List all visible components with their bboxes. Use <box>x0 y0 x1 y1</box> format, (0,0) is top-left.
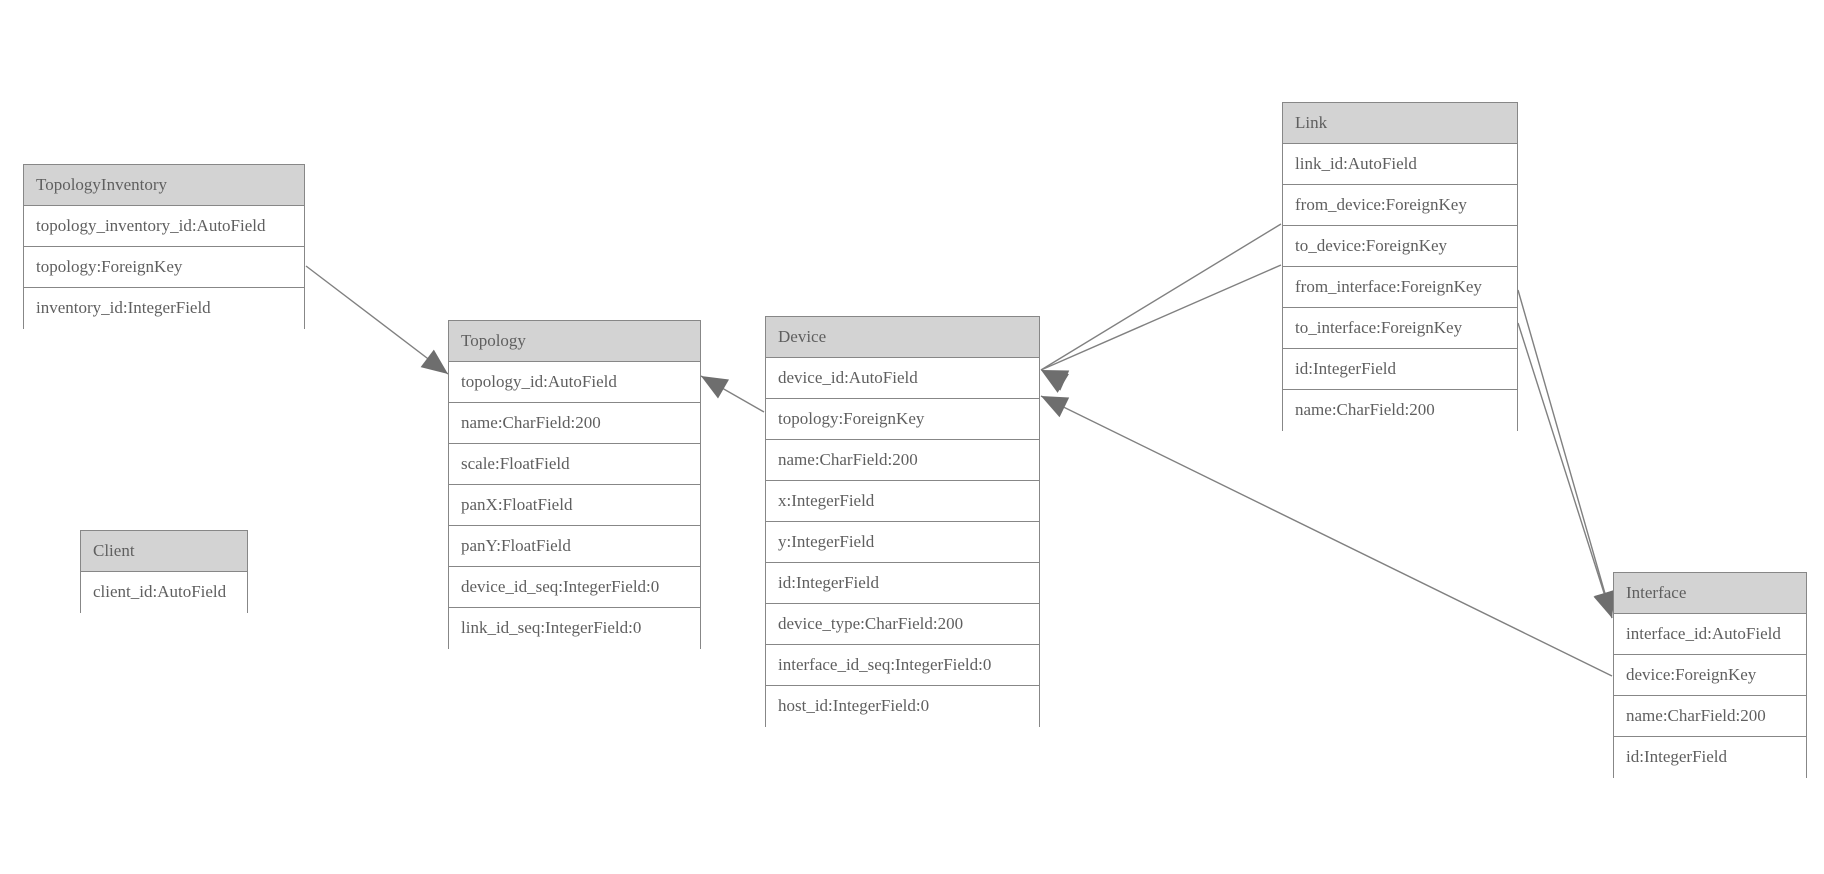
entity-title-client: Client <box>81 531 247 572</box>
entity-field: inventory_id:IntegerField <box>24 288 304 329</box>
entity-field: panX:FloatField <box>449 485 700 526</box>
entity-field: to_device:ForeignKey <box>1283 226 1517 267</box>
relationship-arrowhead <box>1041 370 1070 391</box>
entity-field: topology:ForeignKey <box>24 247 304 288</box>
entity-field: id:IntegerField <box>1283 349 1517 390</box>
entity-field: y:IntegerField <box>766 522 1039 563</box>
entity-field: interface_id_seq:IntegerField:0 <box>766 645 1039 686</box>
entity-field: device_type:CharField:200 <box>766 604 1039 645</box>
entity-field: name:CharField:200 <box>766 440 1039 481</box>
entity-field: panY:FloatField <box>449 526 700 567</box>
entity-field: from_device:ForeignKey <box>1283 185 1517 226</box>
entity-field: interface_id:AutoField <box>1614 614 1806 655</box>
entity-field: to_interface:ForeignKey <box>1283 308 1517 349</box>
entity-field: link_id:AutoField <box>1283 144 1517 185</box>
relationship-rel-device-topology <box>700 375 765 413</box>
relationship-rel-link-todevice-device <box>1040 264 1282 391</box>
entity-field: topology:ForeignKey <box>766 399 1039 440</box>
entity-title-link: Link <box>1283 103 1517 144</box>
relationship-rel-link-tointerface-interface <box>1517 322 1615 619</box>
entity-field: client_id:AutoField <box>81 572 247 613</box>
entity-title-topology_inventory: TopologyInventory <box>24 165 304 206</box>
entity-field: device_id_seq:IntegerField:0 <box>449 567 700 608</box>
entity-field: name:CharField:200 <box>449 403 700 444</box>
relationship-line <box>700 375 765 413</box>
entity-field: name:CharField:200 <box>1614 696 1806 737</box>
relationship-line <box>1040 223 1282 371</box>
relationship-line <box>305 265 449 375</box>
relationship-arrowhead <box>1041 396 1070 418</box>
entity-field: topology_inventory_id:AutoField <box>24 206 304 247</box>
relationship-line <box>1040 395 1613 677</box>
relationship-line <box>1517 322 1613 619</box>
entity-field: link_id_seq:IntegerField:0 <box>449 608 700 649</box>
entity-field: from_interface:ForeignKey <box>1283 267 1517 308</box>
relationship-rel-link-frominterface-interface <box>1517 289 1616 619</box>
relationship-line <box>1517 289 1613 619</box>
entity-field: topology_id:AutoField <box>449 362 700 403</box>
entity-field: id:IntegerField <box>1614 737 1806 778</box>
entity-title-interface: Interface <box>1614 573 1806 614</box>
entity-title-topology: Topology <box>449 321 700 362</box>
entity-field: scale:FloatField <box>449 444 700 485</box>
entity-field: id:IntegerField <box>766 563 1039 604</box>
relationship-rel-link-fromdevice-device <box>1040 223 1282 393</box>
entity-field: device:ForeignKey <box>1614 655 1806 696</box>
entity-field: x:IntegerField <box>766 481 1039 522</box>
entity-field: name:CharField:200 <box>1283 390 1517 431</box>
entity-field: device_id:AutoField <box>766 358 1039 399</box>
entity-title-device: Device <box>766 317 1039 358</box>
relationship-arrowhead <box>1041 370 1069 393</box>
relationship-line <box>1040 264 1282 371</box>
relationship-rel-topologyinventory-topology <box>305 265 449 375</box>
entity-field: host_id:IntegerField:0 <box>766 686 1039 727</box>
